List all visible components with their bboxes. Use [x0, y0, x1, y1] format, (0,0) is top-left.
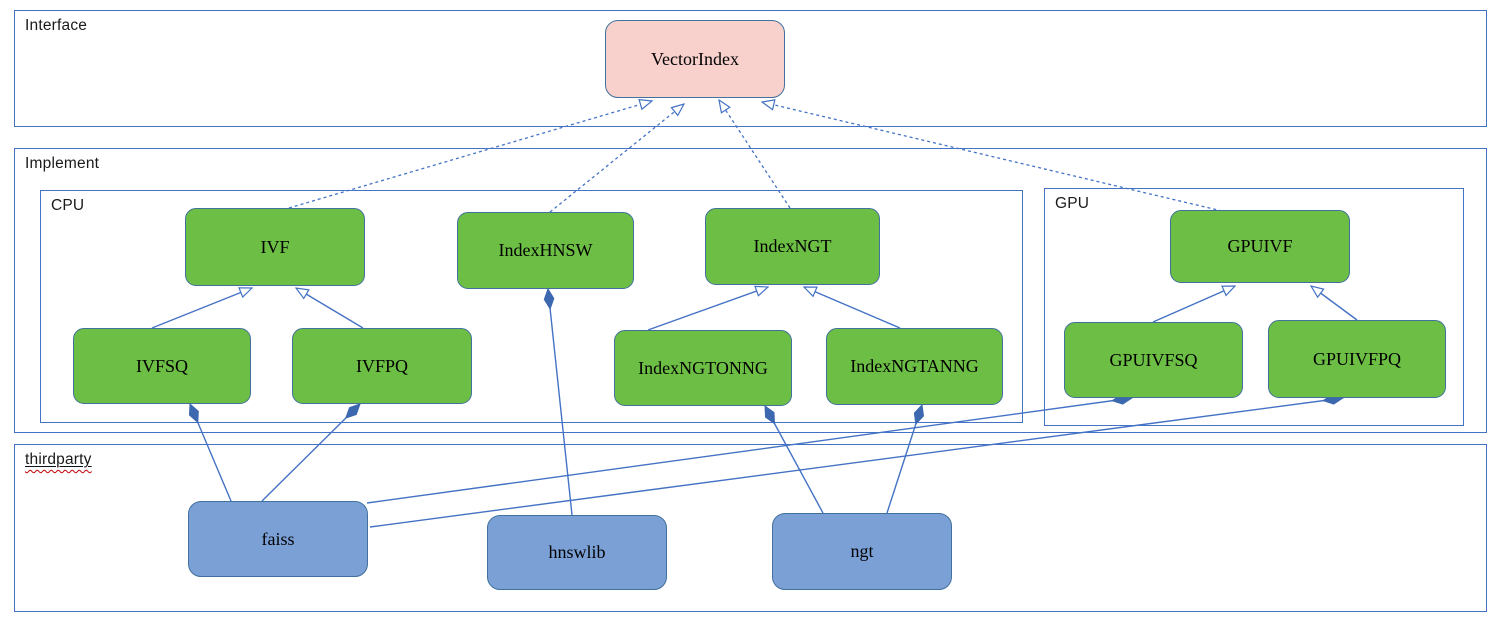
edge-indexhnsw-vectorindex — [549, 104, 684, 213]
node-ngt-label: ngt — [850, 541, 874, 561]
edge-indexngtonng-ngt — [764, 406, 824, 514]
section-gpu-label: GPU — [1055, 195, 1090, 212]
node-hnswlib-label: hnswlib — [548, 542, 606, 562]
section-thirdparty-label-text: thirdparty — [25, 451, 92, 468]
node-vectorindex: VectorIndex — [605, 20, 785, 98]
edge-ivfpq-ivf — [296, 288, 364, 329]
node-ivfsq-label: IVFSQ — [135, 355, 188, 376]
section-interface-label: Interface — [25, 17, 88, 34]
section-implement-label: Implement — [25, 155, 100, 172]
node-indexngtonng: IndexNGTONNG — [614, 330, 792, 406]
edge-gpuivfpq-faiss — [369, 398, 1343, 528]
edge-indexngt-vectorindex — [719, 100, 791, 209]
edge-indexngtonng-indexngt — [647, 287, 768, 331]
edge-gpuivfsq-faiss — [366, 398, 1132, 504]
node-indexngt: IndexNGT — [705, 208, 880, 285]
node-gpuivfpq: GPUIVFPQ — [1268, 320, 1446, 398]
node-ivf-label: IVF — [260, 236, 290, 257]
section-implement: Implement — [14, 148, 1487, 433]
edge-indexngtanng-indexngt — [804, 286, 901, 329]
edge-indexngtanng-ngt — [886, 405, 922, 514]
node-gpuivf-label: GPUIVF — [1227, 236, 1293, 256]
node-indexngtanng: IndexNGTANNG — [826, 328, 1003, 405]
section-thirdparty: thirdparty — [14, 444, 1487, 612]
edge-ivfsq-faiss — [190, 404, 232, 502]
node-gpuivfpq-label: GPUIVFPQ — [1312, 348, 1402, 369]
node-indexngtonng-label: IndexNGTONNG — [638, 357, 768, 378]
edge-gpuivf-vectorindex — [762, 102, 1223, 212]
section-interface: Interface — [14, 10, 1487, 127]
node-gpuivf: GPUIVF — [1170, 210, 1350, 283]
edge-gpuivfsq-gpuivf — [1152, 285, 1235, 323]
node-faiss-label: faiss — [261, 528, 295, 549]
node-ivf: IVF — [185, 208, 365, 286]
node-ivfsq: IVFSQ — [73, 328, 251, 404]
node-gpuivfsq-label: GPUIVFSQ — [1109, 349, 1198, 370]
node-indexhnsw: IndexHNSW — [457, 212, 634, 289]
node-ivfpq: IVFPQ — [292, 328, 472, 404]
edge-indexhnsw-hnswlib — [548, 289, 573, 516]
node-indexngtanng-label: IndexNGTANNG — [850, 356, 979, 376]
edge-ivfsq-ivf — [151, 288, 252, 329]
node-gpuivfsq: GPUIVFSQ — [1064, 322, 1243, 398]
edge-ivfpq-faiss — [261, 404, 360, 502]
node-faiss: faiss — [188, 501, 368, 577]
node-indexngt-label: IndexNGT — [753, 236, 832, 256]
section-gpu: GPU — [1044, 188, 1464, 426]
edge-gpuivfpq-gpuivf — [1311, 286, 1358, 321]
section-thirdparty-label: thirdparty — [25, 451, 92, 469]
node-ngt: ngt — [772, 513, 952, 590]
section-cpu-label: CPU — [51, 197, 85, 214]
node-vectorindex-label: VectorIndex — [651, 48, 739, 69]
edge-ivf-vectorindex — [288, 101, 652, 209]
node-hnswlib: hnswlib — [487, 515, 667, 590]
node-ivfpq-label: IVFPQ — [355, 355, 408, 376]
section-cpu: CPU — [40, 190, 1023, 423]
node-indexhnsw-label: IndexHNSW — [498, 240, 593, 260]
